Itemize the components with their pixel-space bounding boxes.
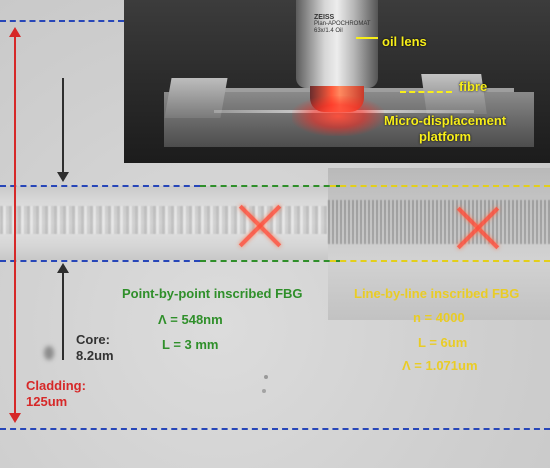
core-arrow-upper-shaft <box>62 78 64 176</box>
oil-lens-label: oil lens <box>382 34 427 49</box>
upper-core-boundary-green <box>200 185 340 187</box>
fibre-label: fibre <box>459 79 488 94</box>
platform-label-line1: Micro-displacement <box>384 113 507 128</box>
lens-brand: ZEISS <box>314 14 335 21</box>
debris-dot <box>44 346 54 360</box>
core-label-line1: Core: <box>76 332 110 347</box>
top-boundary-dash <box>0 20 124 22</box>
cladding-label-line1: Cladding: <box>26 378 86 393</box>
point-by-point-title: Point-by-point inscribed FBG <box>122 286 303 301</box>
core-arrow-head-upper <box>57 172 69 182</box>
lens-model: Plan-APOCHROMAT <box>314 21 371 27</box>
lower-core-boundary-green <box>200 260 340 262</box>
oil-lens-pointer <box>356 37 378 39</box>
lower-core-boundary-yellow <box>330 260 550 262</box>
line-by-line-fibre-pattern <box>328 200 550 244</box>
line-by-line-panel <box>328 168 550 320</box>
line-by-line-n: n = 4000 <box>413 310 465 325</box>
setup-photo: ZEISS Plan-APOCHROMAT 63x/1.4 Oil oil le… <box>124 0 550 163</box>
point-by-point-period: Λ = 548nm <box>158 312 223 327</box>
line-by-line-title: Line-by-line inscribed FBG <box>354 286 520 301</box>
debris-dot <box>264 375 268 379</box>
core-arrow-head-lower <box>57 263 69 273</box>
fibre-pointer <box>400 91 452 93</box>
core-arrow-lower-shaft <box>62 270 64 360</box>
line-by-line-period: Λ = 1.071um <box>402 358 478 373</box>
platform-label: Micro-displacement platform <box>384 113 506 145</box>
cladding-label: Cladding: 125um <box>26 378 86 410</box>
upper-core-boundary-blue <box>0 185 200 187</box>
laser-glow <box>292 96 384 136</box>
lens-spec: 63x/1.4 Oil <box>314 28 343 34</box>
upper-core-boundary-yellow <box>330 185 550 187</box>
cladding-label-line2: 125um <box>26 394 68 409</box>
bottom-boundary-dash <box>0 428 550 430</box>
core-label-line2: 8.2um <box>76 348 114 363</box>
line-by-line-x-mark <box>456 206 500 250</box>
line-by-line-length: L = 6um <box>418 335 468 350</box>
cladding-arrow-head-bottom <box>9 413 21 423</box>
core-label: Core: 8.2um <box>76 332 114 364</box>
lens-marking: ZEISS Plan-APOCHROMAT 63x/1.4 Oil <box>314 14 374 35</box>
point-by-point-length: L = 3 mm <box>162 337 219 352</box>
cladding-arrow-head-top <box>9 27 21 37</box>
objective-lens <box>296 0 378 88</box>
platform-label-line2: platform <box>419 129 472 144</box>
cladding-arrow-shaft <box>14 34 16 416</box>
debris-dot <box>262 389 266 393</box>
lower-core-boundary-blue <box>0 260 200 262</box>
point-by-point-x-mark <box>238 204 282 248</box>
